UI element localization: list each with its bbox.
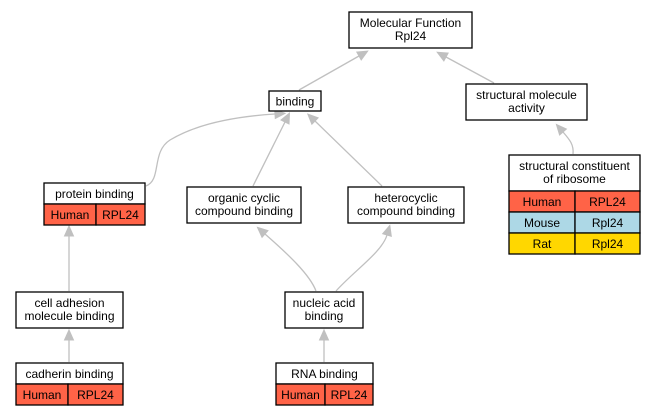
edge-sma-to-mf	[436, 51, 495, 84]
edge-rnab-to-nab	[318, 328, 330, 362]
annotation-row-human: Human RPL24	[15, 383, 124, 406]
go-term-label: RNA binding	[291, 367, 358, 381]
go-term-label: Rpl24	[395, 29, 427, 43]
go-term-label: binding	[305, 309, 344, 323]
annotation-row-mouse: Mouse Rpl24	[508, 211, 641, 234]
annotation-row-human: Human RPL24	[43, 203, 146, 226]
go-term-label: protein binding	[55, 187, 134, 201]
go-term-label: cell adhesion	[34, 296, 104, 310]
edge-nab-to-hcb	[335, 224, 392, 292]
annotation-row-rat: Rat Rpl24	[508, 232, 641, 255]
edge-ocb-to-binding	[252, 111, 291, 187]
go-term-label: organic cyclic	[208, 191, 280, 205]
gene-label: RPL24	[331, 388, 368, 402]
edges-layer	[63, 50, 574, 362]
edge-nab-to-ocb	[256, 226, 317, 292]
species-label: Human	[51, 208, 90, 222]
edge-binding-to-mf	[298, 50, 369, 91]
species-label: Human	[523, 195, 562, 209]
edge-scr-to-sma	[555, 123, 574, 155]
edge-camb-to-pb	[63, 224, 75, 291]
go-term-label: binding	[276, 95, 315, 109]
go-term-label: structural constituent	[519, 159, 630, 173]
go-term-label: cadherin binding	[25, 367, 113, 381]
gene-label: RPL24	[589, 195, 626, 209]
go-term-label: heterocyclic	[374, 191, 437, 205]
go-term-label: nucleic acid	[293, 296, 356, 310]
annotation-row-human: Human RPL24	[508, 190, 641, 213]
go-term-label: compound binding	[357, 204, 455, 218]
species-label: Rat	[533, 237, 552, 251]
go-term-label: molecule binding	[24, 309, 114, 323]
species-label: Human	[23, 388, 62, 402]
annotation-row-human: Human RPL24	[275, 383, 374, 406]
go-term-label: compound binding	[195, 204, 293, 218]
edge-cb-to-camb	[63, 328, 75, 362]
gene-label: RPL24	[102, 208, 139, 222]
species-label: Mouse	[524, 216, 560, 230]
gene-label: RPL24	[77, 388, 114, 402]
gene-label: Rpl24	[592, 216, 624, 230]
go-term-label: structural molecule	[476, 88, 577, 102]
go-term-label: of ribosome	[543, 172, 606, 186]
gene-label: Rpl24	[592, 237, 624, 251]
species-label: Human	[281, 388, 320, 402]
go-term-binding[interactable]: binding	[268, 90, 322, 112]
go-term-label: activity	[508, 101, 545, 115]
edge-hcb-to-binding	[306, 113, 383, 187]
go-term-label: Molecular Function	[360, 16, 461, 30]
edge-pb-to-binding	[145, 108, 287, 187]
